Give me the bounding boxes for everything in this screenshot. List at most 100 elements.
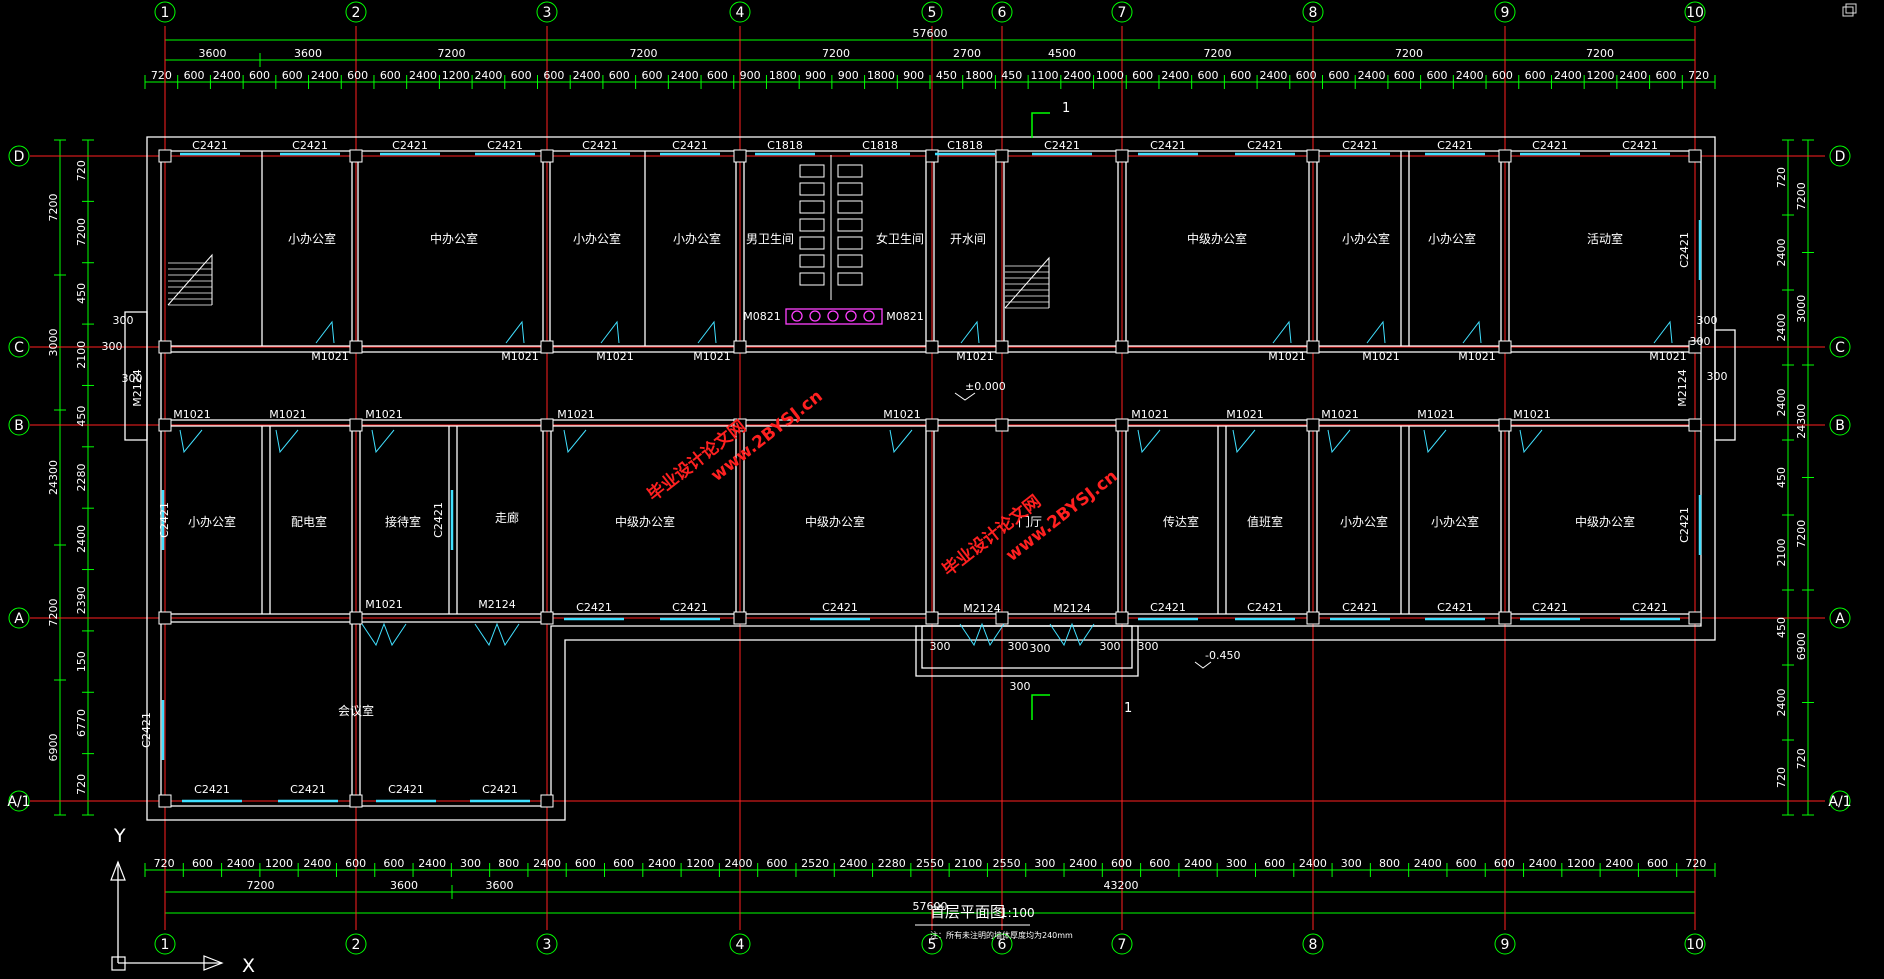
- walls: [124, 136, 1736, 821]
- dimension-value: 300: [1226, 857, 1247, 870]
- column: [540, 149, 554, 163]
- grid-col-label: 4: [736, 5, 745, 21]
- dimension-value: 600: [380, 69, 401, 82]
- dimension-value: 3600: [294, 47, 322, 60]
- dimension-value: 2280: [878, 857, 906, 870]
- grid-bubble: [1829, 336, 1851, 358]
- grid-bubble: [991, 933, 1013, 955]
- dimension-value: 3000: [47, 329, 60, 357]
- dimension-value: 7200: [1395, 47, 1423, 60]
- window-restore-icon[interactable]: [1842, 3, 1857, 17]
- toilet-stall: [799, 254, 825, 268]
- column: [733, 418, 747, 432]
- grid-row-label: A/1: [7, 794, 30, 810]
- column: [1115, 149, 1129, 163]
- dimension-value: 2400: [1069, 857, 1097, 870]
- grid-col-label: 6: [998, 5, 1007, 21]
- elevation-exterior: -0.450: [1205, 649, 1240, 662]
- drawing-note: 注：所有未注明的墙体厚度均为240mm: [930, 930, 1073, 940]
- dimension-value: 800: [1379, 857, 1400, 870]
- dimension-value: 2400: [474, 69, 502, 82]
- dimension-value: 2400: [671, 69, 699, 82]
- dimension-value: 1200: [1587, 69, 1615, 82]
- door-label: M1021: [693, 350, 731, 363]
- column: [158, 340, 172, 354]
- dimension-value: 600: [1132, 69, 1153, 82]
- dimension-value: 2400: [227, 857, 255, 870]
- drawing-title: 首层平面图: [930, 903, 1005, 921]
- dimension-value: 2400: [311, 69, 339, 82]
- dimension-value: 43200: [1104, 879, 1139, 892]
- small-dimension: 300: [1697, 314, 1718, 327]
- grid-bubble: [1829, 414, 1851, 436]
- dimension-value: 600: [1647, 857, 1668, 870]
- dimension-value: 2400: [1414, 857, 1442, 870]
- door-label: M1021: [501, 350, 539, 363]
- window-label: C2421: [1532, 601, 1568, 614]
- column: [733, 149, 747, 163]
- dimension-value: 1800: [965, 69, 993, 82]
- dimension-value: 600: [609, 69, 630, 82]
- grid-bubble: [729, 933, 751, 955]
- door-swing: [960, 320, 980, 344]
- dimension-value: 2400: [303, 857, 331, 870]
- door-label: M1021: [956, 350, 994, 363]
- axis-y-label: Y: [113, 825, 126, 847]
- dimension-value: 6770: [75, 709, 88, 737]
- room-label: 小办公室: [188, 514, 236, 529]
- dimension-value: 2400: [648, 857, 676, 870]
- dimension-value: 150: [75, 651, 88, 672]
- grid-row-label: C: [14, 340, 24, 356]
- column: [925, 149, 939, 163]
- column: [733, 611, 747, 625]
- grid-bubble: [921, 1, 943, 23]
- dimension-value: 450: [1775, 467, 1788, 488]
- grid-col-label: 8: [1309, 5, 1318, 21]
- dimension-value: 800: [498, 857, 519, 870]
- dimension-value: 7200: [75, 218, 88, 246]
- room-label: 开水间: [950, 232, 986, 246]
- grid-bubble: [536, 1, 558, 23]
- dimension-value: 450: [75, 283, 88, 304]
- window-label: C2421: [1632, 601, 1668, 614]
- room-label: 小办公室: [1340, 514, 1388, 529]
- dimension-value: 900: [903, 69, 924, 82]
- grid-bubble: [1829, 145, 1851, 167]
- door-swing: [1049, 622, 1095, 647]
- dimension-value: 3600: [486, 879, 514, 892]
- window-label: C2421: [1150, 601, 1186, 614]
- grid-row-label: D: [1835, 149, 1846, 165]
- dimension-value: 2400: [533, 857, 561, 870]
- column: [1688, 340, 1702, 354]
- column: [1306, 340, 1320, 354]
- room-label: 走廊: [495, 510, 519, 525]
- grid-bubble: [1302, 1, 1324, 23]
- room-label: 男卫生间: [746, 232, 794, 246]
- column: [1688, 611, 1702, 625]
- grid-col-label: 9: [1501, 937, 1510, 953]
- sink-basin: [809, 310, 821, 322]
- door-swing: [1519, 429, 1543, 454]
- room-label: 接待室: [385, 514, 421, 529]
- dimension-value: 2400: [573, 69, 601, 82]
- grid-col-label: 3: [543, 937, 552, 953]
- column: [733, 340, 747, 354]
- grid-bubble: [154, 1, 176, 23]
- dimension-value: 2400: [1063, 69, 1091, 82]
- toilet-stall: [799, 236, 825, 250]
- ucs-axis-icon: Y X: [110, 825, 255, 977]
- elevation-zero: ±0.000: [965, 380, 1006, 393]
- door-swing: [1653, 320, 1673, 344]
- door-swing: [179, 429, 203, 454]
- column: [349, 418, 363, 432]
- door-swing: [361, 622, 407, 647]
- window-label: C2421: [672, 601, 708, 614]
- dimension-value: 600: [1456, 857, 1477, 870]
- section-mark: [1031, 694, 1050, 720]
- column: [540, 611, 554, 625]
- grid-col-label: 2: [352, 937, 361, 953]
- windows: [161, 152, 1702, 803]
- room-label: 小办公室: [1431, 514, 1479, 529]
- door-label: M2124: [1053, 602, 1091, 615]
